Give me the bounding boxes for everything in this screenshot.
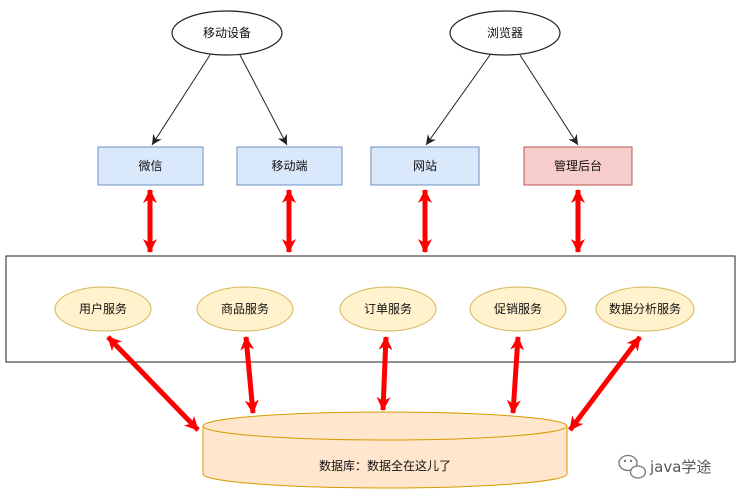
mobile-device-node: 移动设备 [171, 10, 283, 56]
service-promotion-label: 促销服务 [494, 301, 542, 316]
service-user: 用户服务 [54, 286, 152, 332]
arrow-browser-to-admin [519, 54, 579, 146]
channel-admin-backend: 管理后台 [523, 146, 633, 186]
service-order-label: 订单服务 [364, 301, 412, 316]
service-analytics: 数据分析服务 [595, 286, 695, 332]
arrow-browser-to-website [425, 54, 491, 146]
browser-node: 浏览器 [449, 10, 561, 56]
channel-website-label: 网站 [413, 159, 437, 173]
red-arrow-analytics-db [568, 335, 642, 432]
channel-admin-backend-label: 管理后台 [554, 158, 602, 173]
arrow-mobile-to-wechat [151, 54, 211, 146]
red-arrow-product-db [240, 336, 259, 414]
channel-mobile-app-label: 移动端 [271, 159, 307, 173]
database-label: 数据库：数据全在这儿了 [319, 458, 451, 473]
watermark-text: java学途 [649, 458, 711, 476]
database-cylinder: 数据库：数据全在这儿了 [202, 411, 568, 489]
service-order: 订单服务 [339, 286, 437, 332]
red-arrow-order-db [376, 336, 393, 411]
mobile-device-label: 移动设备 [203, 26, 251, 40]
channel-mobile-app: 移动端 [236, 146, 343, 186]
channel-wechat-label: 微信 [138, 159, 162, 173]
service-analytics-label: 数据分析服务 [609, 301, 681, 316]
channel-website: 网站 [370, 146, 480, 186]
watermark: java学途 [618, 454, 711, 479]
arrow-mobile-to-mobile-app [239, 54, 288, 146]
service-user-label: 用户服务 [79, 301, 127, 316]
red-arrow-user-db [106, 335, 200, 432]
wechat-logo-icon [618, 454, 647, 479]
browser-label: 浏览器 [487, 25, 523, 40]
channel-wechat: 微信 [97, 146, 204, 186]
service-promotion: 促销服务 [469, 286, 567, 332]
service-product: 商品服务 [196, 286, 294, 332]
service-product-label: 商品服务 [221, 301, 269, 316]
red-arrow-promotion-db [506, 336, 525, 414]
